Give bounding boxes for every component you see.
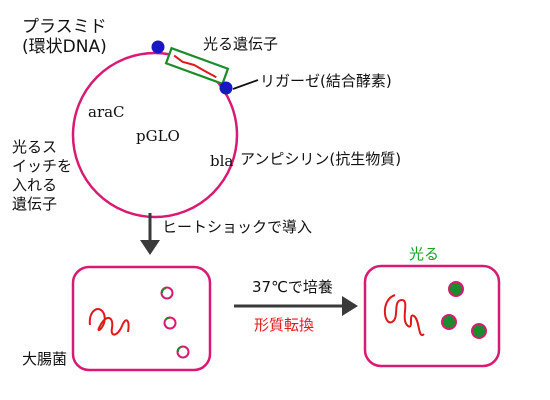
plasmid-in-cell-1-green <box>161 287 167 294</box>
plasmid-title: プラスミド (環状DNA) <box>22 17 107 57</box>
gfp-gene-box <box>164 46 230 86</box>
heatshock-arrow <box>140 213 160 255</box>
arac-gene-label: araC <box>88 103 125 121</box>
bacteria-label: 大腸菌 <box>22 350 68 368</box>
bacterial-dna-squiggle-after <box>383 294 425 337</box>
plasmid-in-cell-3-green <box>177 346 182 353</box>
glowing-plasmid-3 <box>471 323 487 339</box>
glowing-plasmid-2 <box>441 314 457 330</box>
plasmid-title-line-1: プラスミド <box>22 17 107 37</box>
plasmid-ring <box>71 51 239 219</box>
ligase-dot-right <box>219 81 233 95</box>
switch-gene-line-3: 入れる <box>12 176 58 194</box>
plasmid-in-cell-2-green <box>165 316 171 320</box>
bacterial-dna-squiggle-before <box>88 308 130 336</box>
glowing-plasmid-1 <box>448 281 464 297</box>
ligase-label: リガーゼ(結合酵素) <box>260 72 392 90</box>
plasmid-name-label: pGLO <box>136 127 180 145</box>
bla-gene-label: bla <box>210 152 234 170</box>
ligase-pointer-line <box>232 79 259 90</box>
glow-label: 光る <box>409 245 440 263</box>
bacterium-cell-after <box>363 264 501 368</box>
ligase-dot-left <box>151 40 165 54</box>
incubate-label: 37℃で培養 <box>252 278 333 296</box>
incubate-arrow <box>234 296 358 316</box>
antibiotic-label: アンピシリン(抗生物質) <box>240 150 402 168</box>
transform-label: 形質転換 <box>254 316 315 334</box>
gfp-gene-label: 光る遺伝子 <box>203 35 279 53</box>
switch-gene-line-4: 遺伝子 <box>12 195 58 213</box>
plasmid-title-line-2: (環状DNA) <box>22 37 107 57</box>
switch-gene-label: 光るス イッチを 入れる 遺伝子 <box>12 138 72 214</box>
switch-gene-line-2: イッチを <box>12 157 73 175</box>
switch-gene-line-1: 光るス <box>12 138 58 156</box>
heatshock-label: ヒートショックで導入 <box>162 218 313 236</box>
bacterium-cell-before <box>71 265 212 372</box>
